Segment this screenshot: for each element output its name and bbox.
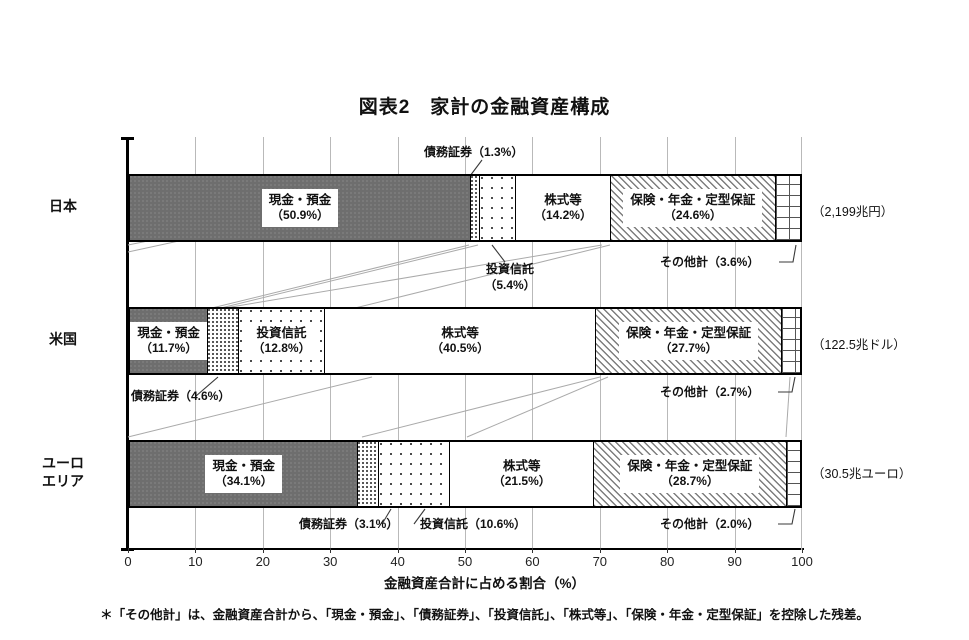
x-tick-label-90: 90 <box>727 554 742 569</box>
segment-japan-investment-trust <box>479 176 516 240</box>
category-line1: ユーロ <box>42 455 84 471</box>
bar-euro: 現金・預金 （34.1%） 株式等 （21.5%） 保険・年金・定型保証 （28… <box>128 440 802 508</box>
segment-name: 現金・預金 <box>212 459 275 474</box>
segment-pct: （14.2%） <box>533 208 592 223</box>
x-tick-label-30: 30 <box>322 554 338 569</box>
segment-japan-cash: 現金・預金 （50.9%） <box>130 176 472 240</box>
x-tick-40 <box>397 548 399 553</box>
chart-footnote: ＊「その他計」は、金融資産合計から、「現金・預金」、「債務証券」、「投資信託」、… <box>100 608 869 622</box>
x-tick-label-10: 10 <box>188 554 203 569</box>
segment-name: 保険・年金・定型保証 <box>630 193 756 208</box>
segment-name: 保険・年金・定型保証 <box>627 459 753 474</box>
segment-us-equity: 株式等 （40.5%） <box>324 309 597 373</box>
category-line2: エリア <box>42 472 84 489</box>
category-label-euro: ユーロ エリア <box>4 455 122 490</box>
x-tick-label-70: 70 <box>592 554 608 569</box>
callout-us-debt-securities: 債務証券（4.6%） <box>131 389 231 403</box>
y-axis-bottom-cap <box>121 548 134 551</box>
segment-euro-debt-securities <box>358 442 380 506</box>
segment-us-debt-securities <box>208 309 240 373</box>
x-tick-label-20: 20 <box>255 554 271 569</box>
segment-japan-insurance-pension: 保険・年金・定型保証 （24.6%） <box>611 176 776 240</box>
x-tick-70 <box>599 548 601 553</box>
callout-euro-other: その他計（2.0%） <box>660 517 760 531</box>
segment-pct: （50.9%） <box>270 208 330 223</box>
segment-label-us-investment-trust: 投資信託 （12.8%） <box>245 322 318 360</box>
segment-label-us-equity: 株式等 （40.5%） <box>424 322 497 360</box>
segment-japan-other <box>775 176 800 240</box>
segment-label-us-insurance: 保険・年金・定型保証 （27.7%） <box>619 322 759 360</box>
bar-us: 現金・預金 （11.7%） 投資信託 （12.8%） 株式等 （40.5%） 保… <box>128 307 802 375</box>
segment-japan-debt-securities <box>471 176 480 240</box>
callout-us-other: その他計（2.7%） <box>660 385 760 399</box>
callout-euro-debt-securities: 債務証券（3.1%） <box>299 517 399 531</box>
segment-pct: （24.6%） <box>663 208 722 223</box>
segment-name: 現金・預金 <box>137 326 200 341</box>
x-tick-100 <box>802 548 803 553</box>
x-tick-label-50: 50 <box>457 554 473 569</box>
x-tick-10 <box>195 548 197 553</box>
segment-euro-cash: 現金・預金 （34.1%） <box>130 442 359 506</box>
category-label-japan: 日本 <box>49 198 77 214</box>
callout-pct: （5.4%） <box>484 277 536 292</box>
segment-name: 保険・年金・定型保証 <box>626 326 752 341</box>
x-tick-label-0: 0 <box>124 554 132 569</box>
segment-us-cash: 現金・預金 （11.7%） <box>130 309 209 373</box>
callout-japan-investment-trust: 投資信託 （5.4%） <box>470 262 550 293</box>
segment-us-other <box>781 309 800 373</box>
x-tick-30 <box>330 548 332 553</box>
x-tick-label-60: 60 <box>525 554 540 569</box>
x-tick-60 <box>532 548 534 553</box>
row-total-us: （122.5兆ドル） <box>812 338 906 352</box>
segment-pct: （21.5%） <box>492 474 551 489</box>
segment-name: 株式等 <box>503 459 541 474</box>
segment-euro-investment-trust <box>379 442 451 506</box>
callout-japan-debt-securities: 債務証券（1.3%） <box>424 145 524 159</box>
x-tick-label-100: 100 <box>791 554 813 569</box>
segment-pct: （40.5%） <box>431 341 490 356</box>
x-tick-label-40: 40 <box>390 554 405 569</box>
segment-pct: （11.7%） <box>139 341 198 356</box>
segment-name: 現金・預金 <box>268 193 332 208</box>
segment-euro-insurance-pension: 保険・年金・定型保証 （28.7%） <box>594 442 787 506</box>
segment-label-us-cash: 現金・預金 （11.7%） <box>130 322 207 360</box>
segment-label-japan-cash: 現金・預金 （50.9%） <box>261 189 339 227</box>
x-tick-0 <box>128 548 129 553</box>
x-tick-90 <box>734 548 736 553</box>
segment-label-euro-equity: 株式等 （21.5%） <box>485 455 558 493</box>
x-axis-title: 金融資産合計に占める割合（%） <box>383 576 585 591</box>
segment-label-japan-insurance: 保険・年金・定型保証 （24.6%） <box>623 189 763 227</box>
segment-label-euro-cash: 現金・預金 （34.1%） <box>205 455 282 493</box>
x-axis-line <box>128 548 804 550</box>
segment-label-japan-equity: 株式等 （14.2%） <box>526 189 599 227</box>
segment-pct: （28.7%） <box>660 474 719 489</box>
row-total-euro: （30.5兆ユーロ） <box>812 467 912 481</box>
bar-japan: 現金・預金 （50.9%） 株式等 （14.2%） 保険・年金・定型保証 （24… <box>128 174 802 242</box>
segment-label-euro-insurance: 保険・年金・定型保証 （28.7%） <box>620 455 760 493</box>
segment-us-insurance-pension: 保険・年金・定型保証 （27.7%） <box>596 309 782 373</box>
segment-pct: （12.8%） <box>252 341 311 356</box>
segment-pct: （27.7%） <box>659 341 718 356</box>
y-axis-line <box>126 137 129 550</box>
segment-name: 株式等 <box>544 193 582 208</box>
callout-name: 投資信託 <box>485 262 534 276</box>
chart-title: 図表2 家計の金融資産構成 <box>358 97 611 118</box>
segment-name: 株式等 <box>441 326 479 341</box>
segment-pct: （34.1%） <box>214 474 273 489</box>
segment-name: 投資信託 <box>256 326 307 341</box>
y-axis-top-cap <box>121 137 134 140</box>
segment-japan-equity: 株式等 （14.2%） <box>515 176 612 240</box>
x-tick-label-80: 80 <box>659 554 675 569</box>
segment-us-investment-trust: 投資信託 （12.8%） <box>239 309 325 373</box>
segment-euro-other <box>786 442 800 506</box>
segment-euro-equity: 株式等 （21.5%） <box>450 442 595 506</box>
row-total-japan: （2,199兆円） <box>812 205 894 219</box>
callout-japan-other: その他計（3.6%） <box>660 255 760 269</box>
category-label-us: 米国 <box>49 331 77 347</box>
x-tick-20 <box>262 548 264 553</box>
callout-euro-investment-trust: 投資信託（10.6%） <box>420 517 527 531</box>
x-tick-50 <box>465 548 466 553</box>
x-tick-80 <box>667 548 669 553</box>
